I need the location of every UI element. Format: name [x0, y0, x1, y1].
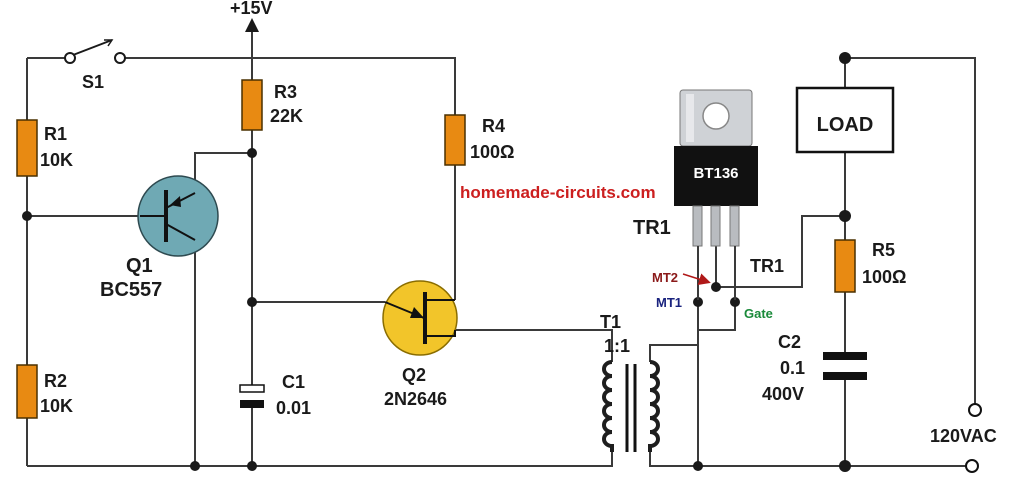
mains-terminals: 120VAC [930, 403, 997, 473]
mt2-arrow-icon [682, 273, 711, 285]
pnp-arrow-icon [170, 196, 181, 207]
ujt-arrow-icon [410, 307, 424, 318]
r5-value: 100Ω [862, 267, 906, 287]
resistor-body-icon [16, 364, 38, 419]
q1-part: BC557 [100, 279, 162, 301]
load-block: LOAD [795, 86, 895, 154]
q1-name: Q1 [126, 255, 153, 277]
capacitor-plate-icon [240, 400, 264, 408]
switch-contact-icon [64, 52, 76, 64]
terminal-icon [965, 459, 979, 473]
triac-leg-icon [692, 205, 703, 247]
load-label: LOAD [817, 114, 874, 136]
transistor-q1: Q1 BC557 [100, 175, 219, 301]
mt1-pin-dot [693, 297, 703, 307]
junction-dot [190, 461, 200, 471]
wire-sec-bottom [649, 452, 845, 467]
capacitor-c1: C1 0.01 [239, 372, 311, 418]
r2-value: 10K [40, 396, 73, 416]
r1-name: R1 [44, 124, 67, 144]
triac-name-2: TR1 [750, 256, 784, 276]
transformer-t1: T1 1:1 [600, 312, 660, 452]
t1-name: T1 [600, 312, 621, 332]
resistor-body-icon [444, 114, 466, 166]
junction-dots [22, 52, 851, 472]
switch-s1: S1 [64, 39, 126, 92]
r4-name: R4 [482, 116, 505, 136]
wire-sec-top [649, 300, 699, 362]
r3-name: R3 [274, 82, 297, 102]
c2-value-1: 0.1 [780, 358, 805, 378]
supply-arrow-icon [245, 18, 259, 32]
mt2-pin-dot [711, 282, 721, 292]
junction-dot [247, 297, 257, 307]
triac-tr1: BT136 TR1 TR1 MT2 MT1 Gate [633, 89, 784, 321]
supply-label: +15V [230, 0, 273, 18]
bjt-body-icon [137, 175, 219, 257]
resistor-r5: R5 100Ω [834, 239, 906, 293]
resistor-r4: R4 100Ω [444, 114, 514, 166]
capacitor-plate-icon [823, 372, 867, 380]
triac-leg-icon [710, 205, 721, 247]
wire-mains-top [845, 57, 976, 405]
wire-mt2-out [716, 215, 845, 288]
resistor-body-icon [834, 239, 856, 293]
junction-dot [693, 461, 703, 471]
r2-name: R2 [44, 371, 67, 391]
q2-part: 2N2646 [384, 389, 447, 409]
resistor-r1: R1 10K [16, 119, 73, 177]
mounting-hole-icon [702, 102, 730, 130]
ujt-q2: Q2 2N2646 [382, 280, 458, 409]
mt2-label: MT2 [652, 270, 678, 285]
r1-value: 10K [40, 150, 73, 170]
gate-label: Gate [744, 306, 773, 321]
resistor-body-icon [16, 119, 38, 177]
c2-value-2: 400V [762, 384, 804, 404]
wire-q2-b1 [455, 329, 613, 362]
load-box [795, 86, 895, 154]
mt1-label: MT1 [656, 295, 682, 310]
junction-dot [839, 460, 851, 472]
junction-dot [247, 148, 257, 158]
triac-body-icon [674, 146, 758, 206]
switch-contact-icon [114, 52, 126, 64]
mains-label: 120VAC [930, 426, 997, 446]
t1-ratio: 1:1 [604, 336, 630, 356]
resistor-r3: R3 22K [241, 79, 303, 131]
c2-name: C2 [778, 332, 801, 352]
c1-name: C1 [282, 372, 305, 392]
junction-dot [247, 461, 257, 471]
q2-name: Q2 [402, 365, 426, 385]
terminal-icon [968, 403, 982, 417]
resistor-r2: R2 10K [16, 364, 73, 419]
triac-name: TR1 [633, 217, 671, 239]
r3-value: 22K [270, 106, 303, 126]
wire-gate [697, 302, 736, 466]
triac-leg-icon [729, 205, 740, 247]
supply-terminal: +15V [230, 0, 273, 32]
primary-coil-icon [602, 360, 614, 452]
capacitor-plate-icon [823, 352, 867, 360]
resistor-body-icon [241, 79, 263, 131]
secondary-coil-icon [648, 360, 660, 452]
r4-value: 100Ω [470, 142, 514, 162]
watermark-text: homemade-circuits.com [460, 183, 656, 202]
junction-dot [839, 52, 851, 64]
junction-dot [839, 210, 851, 222]
gate-pin-dot [730, 297, 740, 307]
junction-dot [22, 211, 32, 221]
triac-part: BT136 [693, 165, 738, 182]
wire-bottom-rail [27, 452, 613, 467]
r5-name: R5 [872, 240, 895, 260]
c1-value: 0.01 [276, 398, 311, 418]
wire-top-right [125, 57, 456, 115]
capacitor-c2: C2 0.1 400V [762, 332, 867, 404]
capacitor-plate-icon [239, 384, 265, 393]
switch-label: S1 [82, 72, 104, 92]
switch-lever-icon [72, 39, 113, 56]
